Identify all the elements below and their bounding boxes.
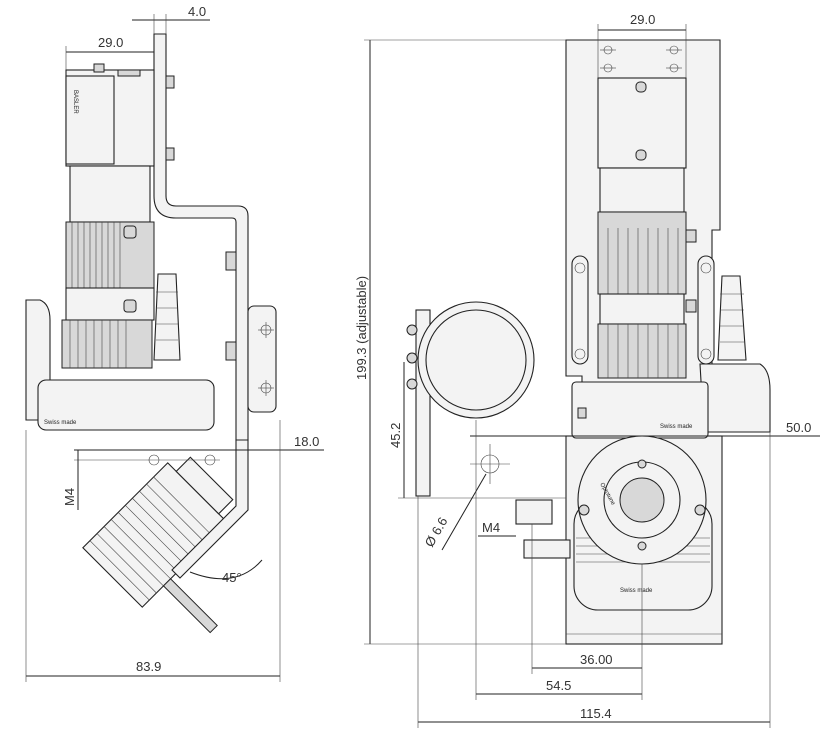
right-lens-swiss-made: Swiss made [620,588,653,594]
dim-right-115-4: 115.4 [580,706,612,721]
right-swiss-made: Swiss made [660,424,693,430]
left-side-view: BASLER Swiss made [25,4,324,682]
dim-right-54-5: 54.5 [546,678,571,693]
dim-left-18: 18.0 [294,434,319,449]
right-m4-block [515,499,553,525]
left-lens-barrel [69,165,151,223]
dim-right-29: 29.0 [630,12,655,27]
dim-right-50: 50.0 [786,420,811,435]
dim-left-83-9: 83.9 [136,659,161,674]
left-housing-block [37,379,215,431]
dim-right-m4: M4 [482,520,500,535]
dim-right-45-2: 45.2 [388,423,403,448]
left-angled-lens [82,456,234,634]
left-lens-ring-1 [65,221,155,289]
left-mount-flange [247,305,277,413]
left-lens-ring-2 [61,319,153,369]
right-lens-ring-2 [597,323,687,379]
left-camera-brand: BASLER [72,90,78,114]
left-connector [153,273,181,361]
dim-right-diameter: Ø 6.6 [422,514,451,549]
right-connector [717,275,747,361]
dim-left-m4: M4 [62,488,77,506]
left-swiss-made: Swiss made [44,420,77,426]
dim-right-36: 36.00 [580,652,613,667]
right-optotune-lens: Optotune Swiss made [573,435,713,611]
right-front-view: Swiss made Optotune Swiss made 29.0 [354,12,820,728]
dim-right-199: 199.3 (adjustable) [354,276,369,380]
dim-left-29: 29.0 [98,35,123,50]
left-bracket-plate [153,33,249,441]
right-ring-lens-inner [425,309,527,411]
right-lens-ring-1 [597,211,687,295]
dim-left-45: 45° [222,570,242,585]
dim-left-4: 4.0 [188,4,206,19]
